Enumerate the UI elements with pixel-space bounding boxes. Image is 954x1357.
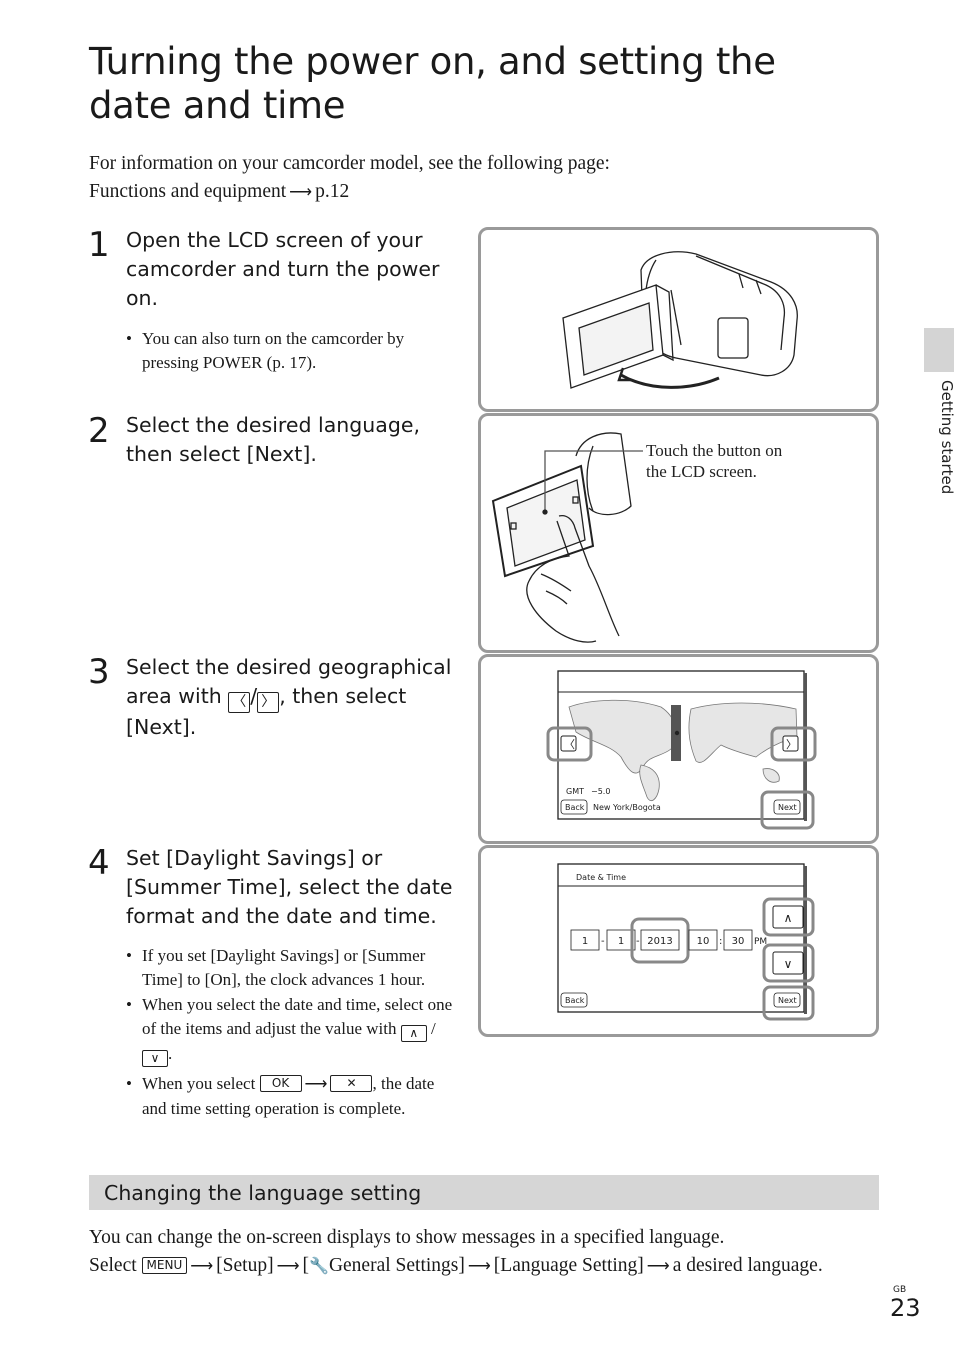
step-1-number: 1 [88,225,110,265]
next-button-label: Next [778,803,797,812]
step-3-heading: Select the desired geographical area wit… [126,653,466,742]
step-2-heading: Select the desired language, then select… [126,413,420,466]
step-1-heading: Open the LCD screen of your camcorder an… [126,228,440,310]
hour-value: 10 [697,936,710,947]
step-4-bullet-1: If you set [Daylight Savings] or [Summer… [126,944,456,992]
step-4-bullet-2: When you select the date and time, selec… [126,993,456,1067]
section-header-bar [89,1175,879,1210]
illustration-area-screen: GMT −5.0 Back New York/Bogota Next 〈 〉 [478,654,879,844]
step-1-bullets: You can also turn on the camcorder by pr… [126,327,456,376]
bracket-text: [ [302,1255,310,1276]
month-value: 1 [582,936,588,947]
ampm-value: PM [754,937,767,947]
page-number: 23 [890,1294,921,1322]
chapter-label: Getting started [938,380,954,495]
ok-button-icon: OK [259,1075,302,1092]
back-button-label: Back [565,996,585,1005]
setup-text: [Setup] [216,1255,274,1276]
area-left-button[interactable] [560,735,577,752]
datetime-screen: Date & Time 1 - 1 - 2013 10 : 30 PM ∧ ∨ … [557,863,815,1021]
gmt-value: −5.0 [591,787,610,796]
step-4-bullets: If you set [Daylight Savings] or [Summer… [126,944,456,1122]
decrease-button[interactable] [772,951,804,975]
section-line-1: You can change the on-screen displays to… [89,1227,725,1248]
next-button[interactable] [773,992,801,1008]
chevron-down-icon: ∨ [784,957,793,971]
illustration-datetime-screen: Date & Time 1 - 1 - 2013 10 : 30 PM ∧ ∨ … [478,845,879,1037]
camcorder-open-illustration [562,251,798,389]
minute-value: 30 [732,936,745,947]
region-code: GB [893,1285,907,1295]
desired-language-text: a desired language. [672,1255,823,1276]
step-3-heading-sep: / [250,684,258,708]
step-4-bullet-2-text: When you select the date and time, selec… [142,995,453,1038]
back-button[interactable] [560,799,588,815]
language-setting-text: [Language Setting] [493,1255,644,1276]
intro-line-1: For information on your camcorder model,… [89,153,610,174]
illustration-touch-lcd: Touch the button on the LCD screen. [478,413,879,653]
step-4-bullet-3: When you select OK⟶✕, the date and time … [126,1072,456,1121]
select-text: Select [89,1255,137,1276]
city-label: New York/Bogota [593,803,661,812]
chapter-tab-marker [924,328,954,372]
chevron-down-icon: ∨ [142,1050,168,1067]
area-select-screen: GMT −5.0 Back New York/Bogota Next 〈 〉 [546,670,817,830]
chevron-up-icon: ∧ [400,1025,427,1042]
minute-field[interactable] [723,929,753,951]
datetime-header: Date & Time [576,873,626,882]
step-4-number: 4 [88,843,110,883]
step-4-bullet-3-post: , the date and time setting operation is… [142,1074,435,1118]
month-field[interactable] [570,929,600,951]
close-button-icon: ✕ [330,1075,373,1092]
section-title: Changing the language setting [104,1181,422,1205]
menu-button-icon: MENU [141,1257,188,1274]
arrow-right-icon: ⟶ [190,1258,214,1275]
next-button[interactable] [773,799,801,815]
touch-callout-line-2: the LCD screen. [646,462,757,481]
illustration-open-lcd [478,227,879,412]
page-title: Turning the power on, and setting the da… [89,40,776,127]
chevron-left-icon: 〈 [564,738,575,751]
increase-button[interactable] [772,905,804,929]
gmt-label: GMT [566,787,584,796]
day-field[interactable] [606,929,636,951]
arrow-right-icon: ⟶ [646,1258,670,1275]
step-3-number: 3 [88,652,110,692]
arrow-right-icon: ⟶ [304,1076,328,1093]
time-separator: : [719,936,722,947]
intro-ref-text: Functions and equipment [89,181,287,202]
wrench-icon: 🔧 [309,1258,329,1275]
step-4-bullet-3-pre: When you select [142,1074,256,1093]
step-2-number: 2 [88,411,110,451]
back-button[interactable] [560,992,588,1008]
year-value: 2013 [647,936,672,947]
step-1-bullet: You can also turn on the camcorder by pr… [126,327,456,375]
intro-line-2: Functions and equipment⟶p.12 [89,178,349,207]
step-3-heading-pre: Select the desired geographical area wit… [126,655,452,708]
year-field[interactable] [640,929,680,951]
general-settings-text: General Settings] [328,1255,465,1276]
chevron-left-icon: 〈 [228,692,251,713]
step-3-heading-post: , then select [Next]. [126,684,407,739]
date-separator: - [601,936,605,947]
day-value: 1 [618,936,624,947]
arrow-right-icon: ⟶ [276,1258,300,1275]
arrow-right-icon: ⟶ [467,1258,491,1275]
chevron-right-icon: 〉 [257,692,280,713]
touch-lcd-illustration: Touch the button on the LCD screen. [491,432,783,643]
touch-callout-line-1: Touch the button on [646,441,783,460]
chevron-right-icon: 〉 [786,738,797,751]
arrow-right-icon: ⟶ [289,184,313,201]
chevron-up-icon: ∧ [784,911,793,925]
date-separator: - [636,936,640,947]
back-button-label: Back [565,803,585,812]
step-4-heading: Set [Daylight Savings] or [Summer Time],… [126,846,453,928]
hour-field[interactable] [688,929,718,951]
section-line-2: Select MENU⟶[Setup]⟶[🔧General Settings]⟶… [89,1252,823,1281]
next-button-label: Next [778,996,797,1005]
area-right-button[interactable] [782,735,799,752]
intro-ref-page[interactable]: p.12 [315,181,350,202]
